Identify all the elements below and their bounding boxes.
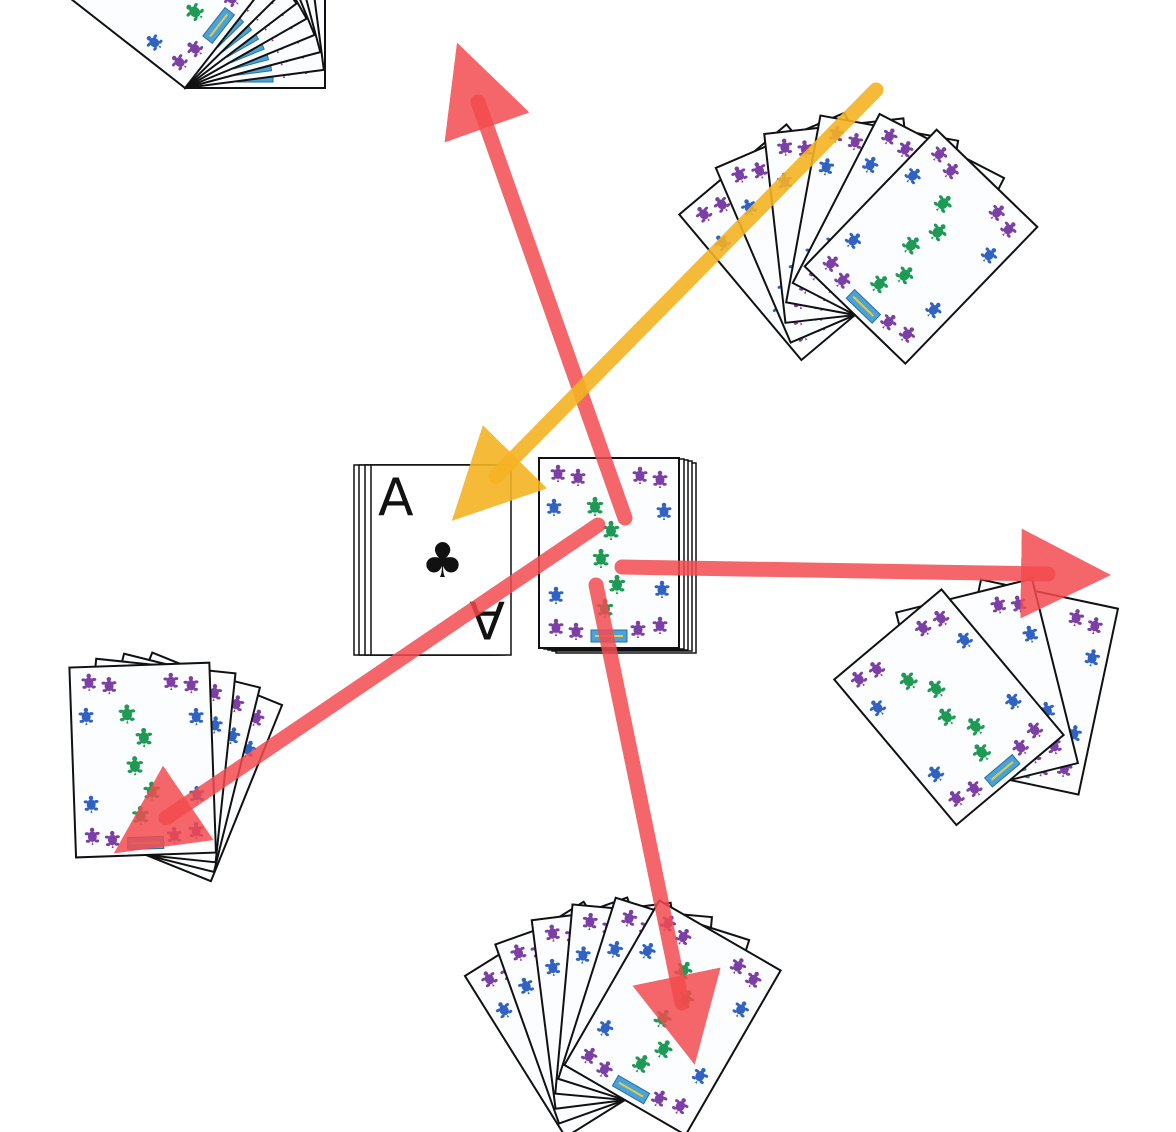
right-hand: [834, 579, 1118, 825]
deal-arrow-bottom: [588, 577, 721, 1065]
deal-arrow-right: [614, 528, 1111, 619]
card-suit-center: ♣: [421, 533, 464, 589]
card-rank-top: A: [378, 468, 414, 528]
deal-arrow-top-left: [444, 42, 633, 526]
return-arrow: [451, 82, 884, 521]
deal-arrow-left: [113, 517, 606, 854]
deal-arrows: [113, 42, 1111, 1065]
draw-pile[interactable]: [539, 458, 697, 654]
top-left-hand: [35, 0, 325, 88]
left-hand-card[interactable]: [69, 663, 216, 858]
bottom-hand: [465, 898, 781, 1132]
discard-pile[interactable]: A ♣ A: [353, 464, 512, 656]
